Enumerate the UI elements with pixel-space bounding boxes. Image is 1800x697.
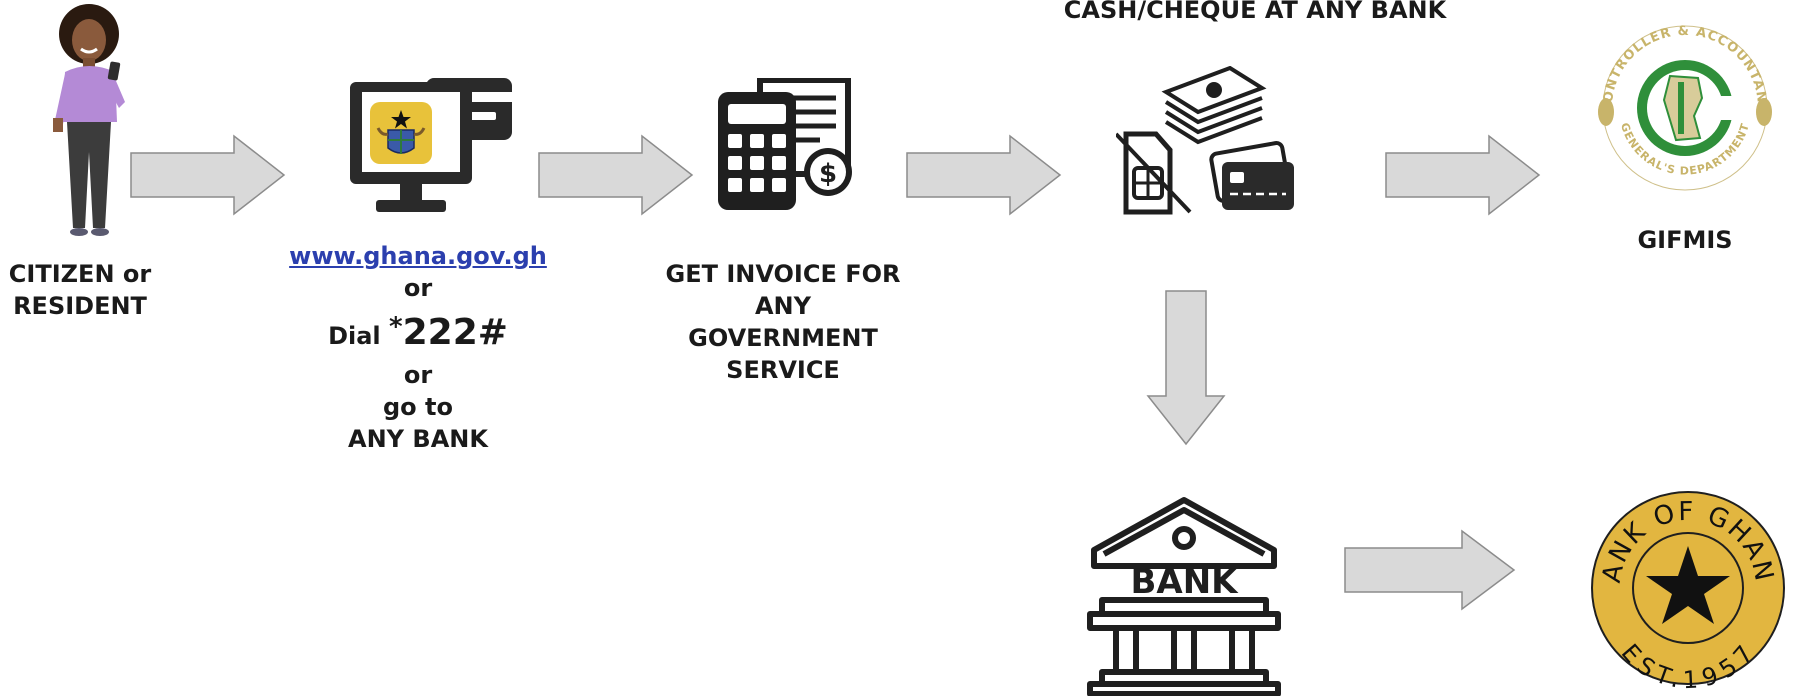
portal-or-2: or [403, 361, 433, 389]
controller-accountant-general-logo: CONTROLLER & ACCOUNTANT GENERAL'S DEPART… [1590, 20, 1772, 191]
ghana-gov-link[interactable]: www.ghana.gov.gh [289, 242, 547, 270]
computer-with-ghana-coat-of-arms-icon [350, 78, 512, 212]
arrow-right-4 [1385, 134, 1541, 216]
svg-text:$: $ [819, 159, 837, 189]
portal-go-to: go to [383, 393, 453, 421]
dial-word: Dial [328, 322, 381, 350]
invoice-line4: SERVICE [726, 356, 840, 384]
bank-of-ghana-seal: BANK OF GHANA EST.1957 [1590, 490, 1785, 694]
bank-sign-text: BANK [1130, 562, 1239, 602]
citizen-label-line2: RESIDENT [13, 292, 147, 320]
dial-line: Dial *222# [270, 304, 566, 359]
calculator-invoice-icon: $ [718, 78, 852, 210]
portal-or-1: or [403, 274, 433, 302]
woman-with-phone-icon [53, 4, 125, 236]
arrow-right-3 [906, 134, 1062, 216]
arrow-right-5 [1344, 529, 1516, 611]
invoice-line2: ANY [754, 292, 812, 320]
payment-caption: CASH/CHEQUE AT ANY BANK [1063, 0, 1447, 24]
citizen-label: CITIZEN or RESIDENT [0, 258, 160, 322]
dial-code: 222# [402, 312, 508, 353]
invoice-line3: GOVERNMENT [688, 324, 878, 352]
arrow-right-1 [130, 134, 286, 216]
portal-label: www.ghana.gov.gh or Dial *222# or go to … [270, 240, 566, 455]
cash-simcard-card-icon [1116, 66, 1294, 215]
arrow-right-2 [538, 134, 694, 216]
dial-star: * [389, 312, 403, 342]
citizen-label-line1: CITIZEN or [8, 260, 152, 288]
arrow-down [1146, 290, 1226, 446]
portal-any-bank: ANY BANK [348, 425, 488, 453]
invoice-label: GET INVOICE FOR ANY GOVERNMENT SERVICE [660, 258, 906, 386]
gifmis-label: GIFMIS [1637, 226, 1733, 254]
bank-building-icon: BANK [1087, 497, 1281, 696]
invoice-line1: GET INVOICE FOR [665, 260, 901, 288]
